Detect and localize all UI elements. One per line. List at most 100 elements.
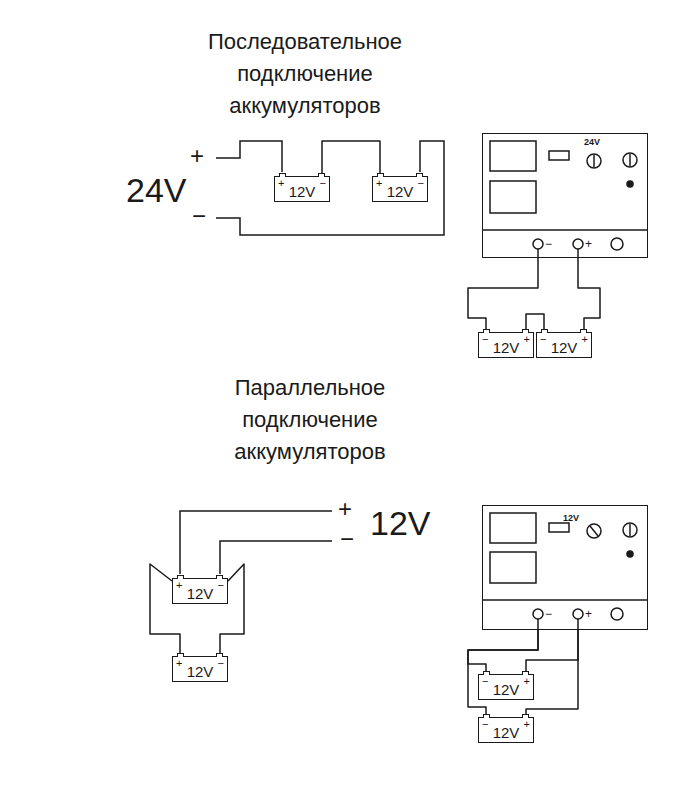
indicator-lamp bbox=[627, 181, 633, 187]
battery-voltage: 12V bbox=[551, 340, 578, 355]
battery: −12V + bbox=[478, 717, 534, 743]
cable bbox=[468, 630, 538, 717]
cable bbox=[578, 258, 600, 332]
polarity-sign: − bbox=[482, 676, 488, 687]
voltage-label: − bbox=[192, 204, 206, 228]
polarity-sign: − bbox=[320, 178, 326, 189]
selector-knob bbox=[587, 524, 601, 538]
selector-knob bbox=[587, 154, 601, 168]
battery: +12V− bbox=[274, 176, 330, 202]
battery: −12V + bbox=[478, 332, 534, 358]
polarity-sign: − bbox=[482, 334, 488, 345]
battery: +12V− bbox=[372, 176, 428, 202]
polarity-sign: − bbox=[218, 658, 224, 669]
voltage-label: − bbox=[340, 527, 354, 551]
wire bbox=[538, 249, 578, 258]
battery-terminal bbox=[483, 714, 490, 718]
indicator-lamp bbox=[627, 551, 633, 557]
battery-voltage: 12V bbox=[289, 184, 316, 199]
battery-voltage: 12V bbox=[187, 586, 214, 601]
polarity-sign: − bbox=[482, 719, 488, 730]
heading: Параллельное подключение аккумуляторов bbox=[180, 372, 440, 468]
battery-voltage: 12V bbox=[493, 725, 520, 740]
battery-terminal bbox=[318, 173, 325, 177]
mode-label: 12V bbox=[563, 514, 579, 523]
terminal bbox=[533, 609, 543, 619]
polarity-sign: + bbox=[524, 676, 530, 687]
indicator bbox=[549, 523, 569, 532]
wire bbox=[538, 619, 578, 630]
display bbox=[490, 513, 536, 543]
battery-terminal bbox=[483, 329, 490, 333]
voltage-label: 24V bbox=[126, 173, 187, 207]
heading: Последовательное подключение аккумулятор… bbox=[175, 26, 435, 122]
battery-terminal bbox=[522, 671, 529, 675]
battery-terminal bbox=[177, 653, 184, 657]
battery-voltage: 12V bbox=[387, 184, 414, 199]
cable bbox=[322, 141, 380, 176]
voltage-label: 12V bbox=[370, 506, 431, 540]
battery-terminal bbox=[580, 329, 587, 333]
polarity-sign: − bbox=[218, 580, 224, 591]
battery-terminal bbox=[216, 653, 223, 657]
mode-label: 24V bbox=[584, 138, 600, 147]
display bbox=[490, 552, 536, 583]
wire bbox=[180, 511, 332, 574]
battery-terminal bbox=[279, 173, 286, 177]
terminal-sign: − bbox=[545, 608, 552, 620]
battery: +12V− bbox=[172, 578, 228, 604]
terminal bbox=[573, 239, 583, 249]
knob-mark bbox=[590, 526, 598, 536]
battery-terminal bbox=[483, 671, 490, 675]
fuse bbox=[611, 238, 623, 250]
charger-panel: 12V − + bbox=[482, 505, 648, 630]
knob-mark bbox=[593, 155, 595, 167]
terminal bbox=[533, 239, 543, 249]
cable bbox=[468, 630, 538, 674]
battery-terminal bbox=[416, 173, 423, 177]
battery-voltage: 12V bbox=[493, 682, 520, 697]
voltage-label: + bbox=[190, 144, 204, 168]
panel-divider bbox=[482, 229, 648, 231]
polarity-sign: + bbox=[524, 719, 530, 730]
battery-terminal bbox=[377, 173, 384, 177]
battery-terminal bbox=[522, 714, 529, 718]
wire bbox=[216, 141, 444, 235]
battery-voltage: 12V bbox=[493, 340, 520, 355]
switch-knob bbox=[623, 523, 637, 537]
terminal-sign: + bbox=[585, 608, 592, 620]
battery: −12V + bbox=[478, 674, 534, 700]
battery: −12V + bbox=[536, 332, 592, 358]
switch-knob bbox=[623, 153, 637, 167]
battery-terminal bbox=[216, 575, 223, 579]
polarity-sign: + bbox=[376, 178, 382, 189]
display bbox=[490, 141, 536, 171]
charger-panel: 24V − + bbox=[482, 133, 648, 258]
terminal bbox=[573, 609, 583, 619]
battery-terminal bbox=[177, 575, 184, 579]
display bbox=[490, 181, 536, 213]
knob-mark bbox=[629, 524, 631, 536]
battery-terminal bbox=[522, 329, 529, 333]
wire bbox=[220, 541, 332, 574]
polarity-sign: + bbox=[176, 658, 182, 669]
panel-divider bbox=[482, 599, 648, 601]
polarity-sign: + bbox=[176, 580, 182, 591]
battery-terminal bbox=[541, 329, 548, 333]
voltage-label: + bbox=[338, 497, 352, 521]
terminal-sign: − bbox=[545, 238, 552, 250]
battery-voltage: 12V bbox=[187, 664, 214, 679]
indicator bbox=[549, 151, 569, 160]
knob-mark bbox=[629, 154, 631, 166]
terminal-sign: + bbox=[585, 238, 592, 250]
cable bbox=[526, 630, 578, 674]
polarity-sign: + bbox=[582, 334, 588, 345]
polarity-sign: + bbox=[278, 178, 284, 189]
polarity-sign: + bbox=[524, 334, 530, 345]
cable bbox=[468, 258, 538, 332]
wire bbox=[216, 141, 282, 172]
polarity-sign: − bbox=[540, 334, 546, 345]
polarity-sign: − bbox=[418, 178, 424, 189]
